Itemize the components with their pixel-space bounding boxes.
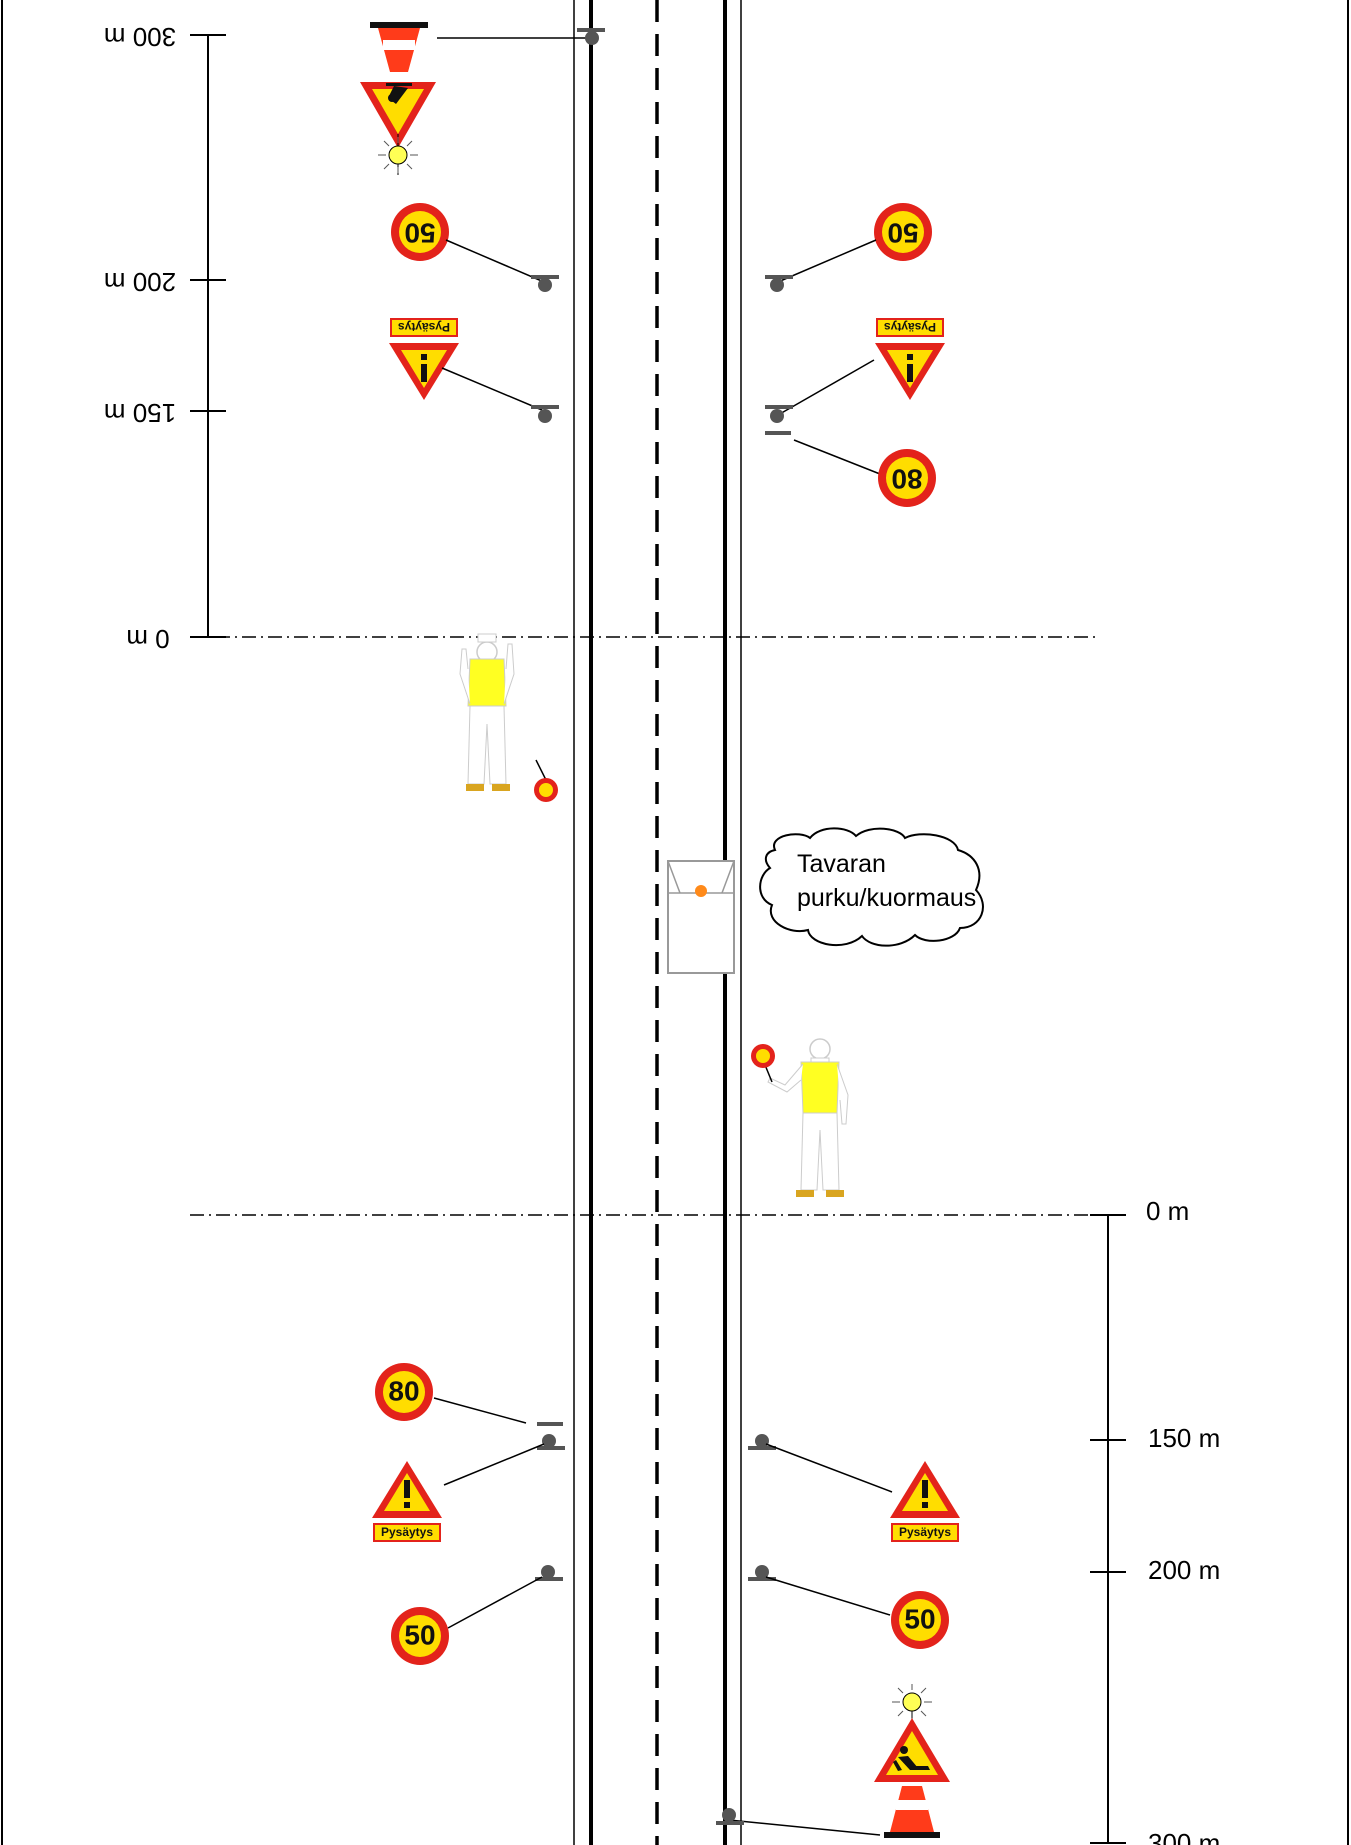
stop-plate-text: Pysäytys (899, 1525, 951, 1539)
stop-plate-text: Pysäytys (398, 320, 450, 334)
speed-limit-value: 80 (388, 1375, 419, 1406)
post-bottom-right-150 (748, 1434, 776, 1450)
cone-base-top (370, 22, 428, 28)
scale-bottom-label-200: 200 m (1148, 1555, 1220, 1585)
loading-callout: Tavaran purku/kuormaus (759, 827, 984, 947)
post-top-left-200 (531, 275, 559, 292)
post-top-300 (577, 28, 605, 45)
stop-paddle-top (534, 778, 558, 802)
stop-plate-text: Pysäytys (884, 320, 936, 334)
roadworker-icon-bottom (893, 1746, 930, 1771)
roadwork-warning-bottom (874, 1684, 950, 1838)
danger-sign-top-right: Pysäytys (875, 318, 945, 400)
post-bottom-left-150 (537, 1422, 565, 1450)
flagger-person-top (459, 633, 515, 791)
callout-line-2: purku/kuormaus (797, 884, 976, 912)
speed-limit-value: 80 (891, 464, 922, 495)
distance-scale-top: 300 m 200 m 150 m 0 m (104, 22, 226, 654)
scale-top-label-0: 0 m (126, 624, 169, 654)
speed-limit-sign-bottom-right: 50 (891, 1591, 949, 1649)
safety-vest (467, 658, 507, 707)
speed-limit-sign-bottom-left: 50 (391, 1607, 449, 1665)
scale-bottom-label-0: 0 m (1146, 1196, 1189, 1226)
post-top-right-200 (765, 275, 793, 292)
speed-limit-value: 50 (887, 218, 918, 249)
danger-sign-bottom-right: Pysäytys (890, 1461, 960, 1542)
scale-top-label-150: 150 m (104, 398, 176, 428)
scale-top-label-200: 200 m (104, 267, 176, 297)
flagger-person-bottom (767, 1038, 849, 1197)
cone-base-bottom (884, 1832, 940, 1838)
speed-limit-sign-top-left: 50 (391, 203, 449, 261)
roadworker-icon-top (386, 83, 412, 104)
scale-bottom-label-300: 300 m (1148, 1828, 1220, 1845)
speed-limit-value: 50 (904, 1603, 935, 1634)
scale-bottom-label-150: 150 m (1148, 1423, 1220, 1453)
distance-scale-bottom: 0 m 150 m 200 m 300 m (1090, 1196, 1220, 1845)
danger-sign-top-left: Pysäytys (389, 318, 459, 400)
speed-limit-value: 50 (404, 1619, 435, 1650)
scale-top-label-300: 300 m (104, 22, 176, 52)
warning-lamp-top (378, 137, 418, 173)
speed-limit-value: 50 (404, 218, 435, 249)
safety-vest (800, 1061, 840, 1114)
stop-plate-text: Pysäytys (381, 1525, 433, 1539)
roadwork-warning-top (360, 22, 436, 175)
post-bottom-right-300 (716, 1808, 744, 1825)
post-bottom-left-200 (535, 1565, 563, 1581)
post-bottom-right-200 (748, 1565, 776, 1581)
callout-line-1: Tavaran (797, 850, 886, 878)
speed-limit-sign-top-right: 50 (874, 203, 932, 261)
stop-paddle-bottom (751, 1044, 775, 1068)
speed-limit-80-sign-bottom: 80 (375, 1363, 433, 1421)
post-top-left-150 (531, 405, 559, 423)
post-top-right-150 (765, 405, 793, 435)
speed-limit-80-sign-top: 80 (878, 449, 936, 507)
truck (667, 860, 735, 974)
danger-sign-bottom-left: Pysäytys (372, 1461, 442, 1542)
beacon-light (695, 885, 707, 897)
